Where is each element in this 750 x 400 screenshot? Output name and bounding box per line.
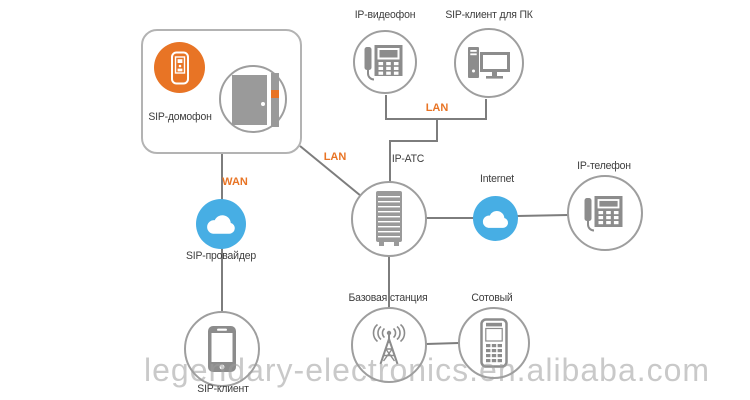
edge-label-lan-intercom: LAN — [323, 151, 347, 163]
server-rack-icon — [376, 191, 402, 246]
smartphone-icon — [208, 326, 236, 372]
cloud-icon — [207, 215, 235, 234]
desk-phone-icon — [584, 195, 623, 231]
door-frame — [271, 73, 279, 127]
edge-internet-to-ipphone — [516, 214, 569, 217]
watermark-text: legendary-electronics.en.alibaba.com — [144, 352, 711, 388]
node-label-ip-pbx: IP-АТС — [391, 153, 425, 165]
edge-label-wan: WAN — [222, 176, 248, 188]
edge-intercom-to-pbx — [299, 145, 362, 197]
sip-intercom-box — [141, 29, 302, 154]
node-sip-provider — [196, 199, 246, 249]
edge-base-to-cell — [425, 342, 460, 345]
node-label-sip-provider: SIP-провайдер — [186, 250, 256, 262]
node-label-internet: Internet — [480, 173, 514, 185]
intercom-location-dot — [271, 90, 279, 98]
cloud-icon — [482, 210, 509, 228]
node-base-station — [351, 307, 427, 383]
desktop-pc-icon — [468, 47, 510, 79]
node-label-sip-client-mobile: SIP-клиент — [197, 383, 249, 395]
node-ip-pbx — [351, 181, 427, 257]
node-label-sip-client-pc: SIP-клиент для ПК — [445, 9, 533, 21]
node-ip-videophone — [353, 30, 417, 94]
door-zoom-circle — [219, 65, 287, 133]
antenna-tower-icon — [372, 323, 406, 365]
edge-label-lan-top: LAN — [425, 102, 449, 114]
node-label-ip-videophone: IP-видеофон — [354, 9, 416, 21]
node-label-base-station: Базовая станция — [348, 292, 428, 304]
intercom-icon — [170, 51, 189, 84]
node-sip-client-mobile — [184, 311, 260, 387]
node-internet — [473, 196, 518, 241]
cellphone-icon — [480, 318, 508, 368]
desk-videophone-icon — [364, 44, 403, 80]
door-panel — [232, 75, 267, 125]
node-label-ip-phone: IP-телефон — [577, 160, 631, 172]
node-label-cell-phone: Сотовый — [471, 292, 513, 304]
intercom-badge — [154, 42, 205, 93]
node-label-sip-intercom: SIP-домофон — [148, 111, 212, 123]
edge-lan-to-pbx — [389, 119, 438, 182]
node-sip-client-pc — [454, 28, 524, 98]
node-ip-phone — [567, 175, 643, 251]
node-cell-phone — [458, 307, 530, 379]
door-handle — [261, 102, 265, 106]
